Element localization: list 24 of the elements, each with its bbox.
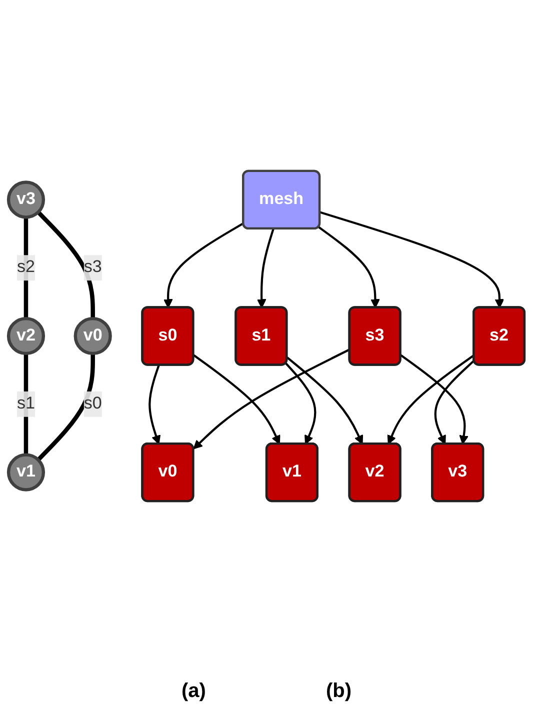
edge-label: s1 xyxy=(16,394,35,413)
node-circle: v3 xyxy=(6,180,46,219)
arrow xyxy=(193,354,280,444)
arrow xyxy=(320,211,504,308)
arrow xyxy=(285,362,316,444)
arrow xyxy=(434,360,475,444)
connector xyxy=(36,210,95,319)
arrow xyxy=(163,222,244,308)
arrow xyxy=(387,354,475,444)
arrow xyxy=(318,226,380,308)
panel-label: (a) xyxy=(182,680,206,703)
node-circle: v1 xyxy=(6,453,46,492)
arrow xyxy=(286,356,364,444)
node-circle: v0 xyxy=(74,316,112,356)
arrow xyxy=(400,354,468,444)
arrow xyxy=(148,364,161,444)
edge-label: s0 xyxy=(84,394,102,413)
edge-label: s3 xyxy=(84,258,102,276)
arrow xyxy=(256,228,274,308)
connector xyxy=(36,353,95,462)
arrow xyxy=(193,348,350,450)
edge-label: s2 xyxy=(16,258,35,276)
panel-label: (b) xyxy=(326,680,352,703)
node-circle: v2 xyxy=(6,316,46,356)
